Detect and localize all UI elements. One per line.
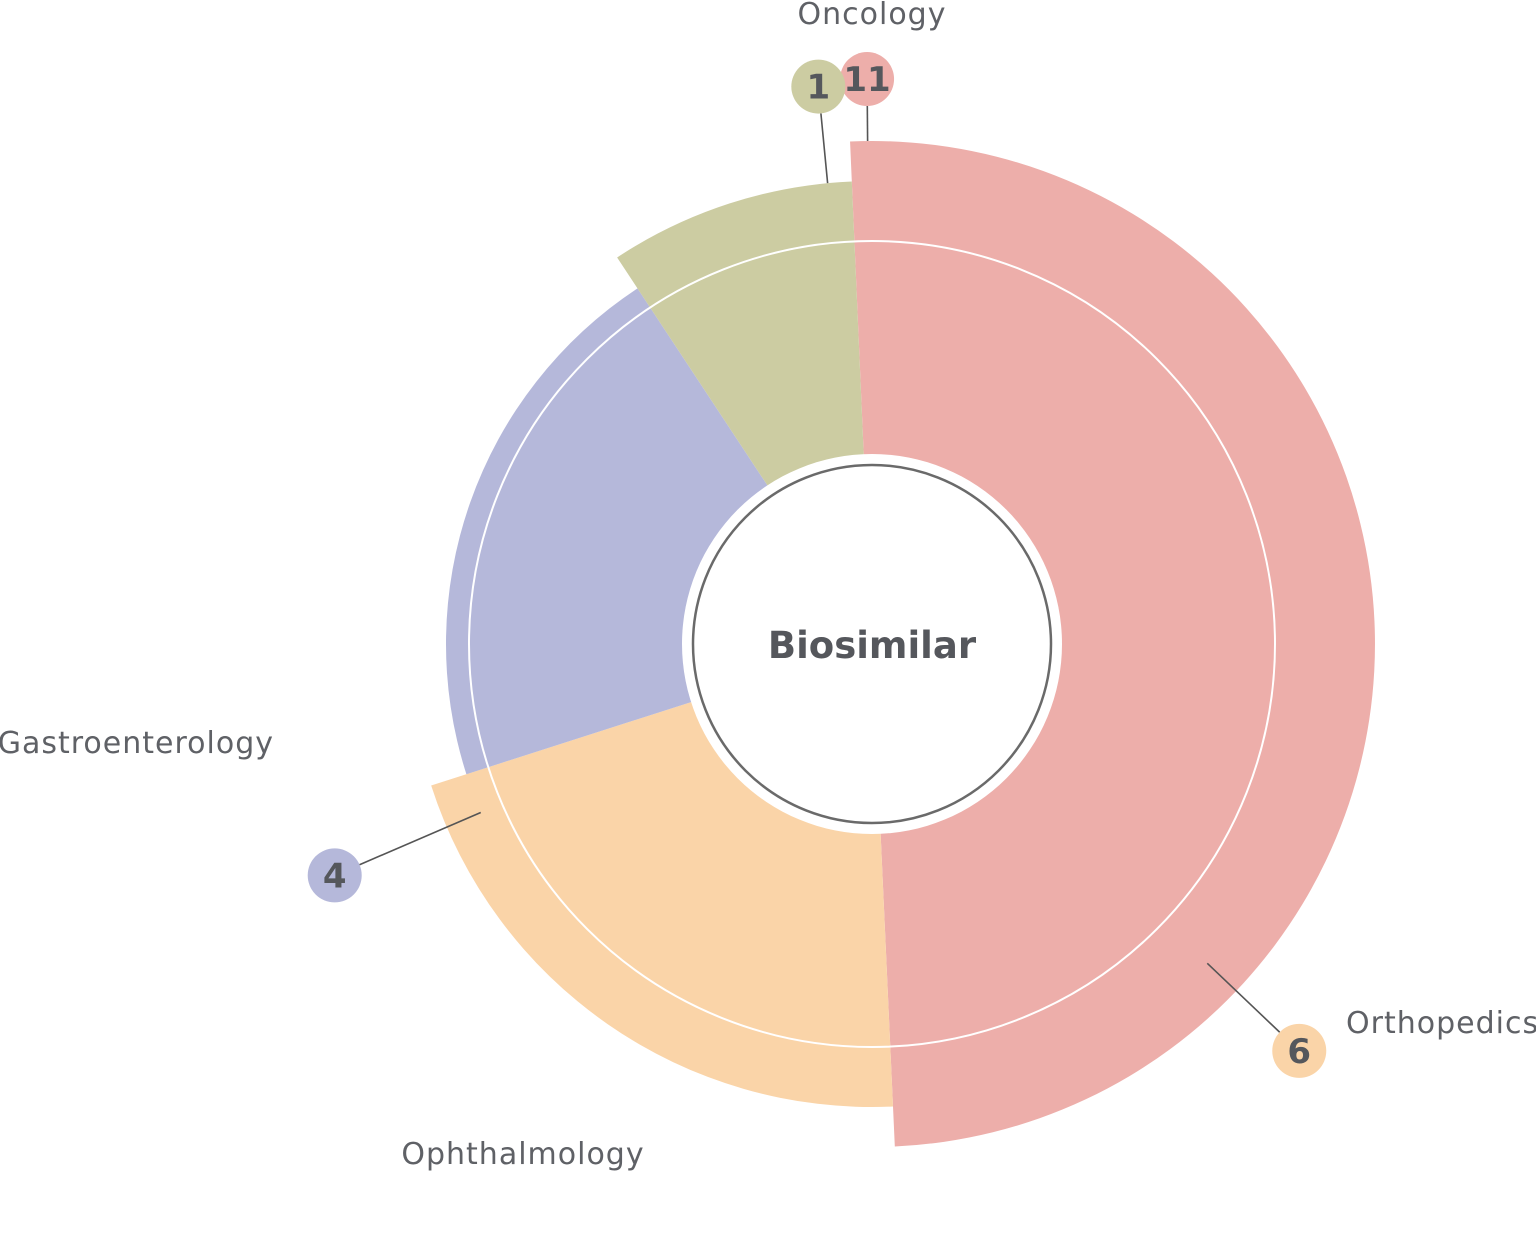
- value-badge-oncology: [840, 52, 895, 107]
- value-label-ophthalmology: 4: [323, 856, 347, 896]
- center-label: Biosimilar: [768, 624, 977, 667]
- leader-line-orthopedics: [1206, 962, 1281, 1033]
- category-label-orthopedics: Orthopedics: [1346, 1006, 1536, 1041]
- value-label-gastroenterology: 1: [806, 68, 830, 108]
- value-badge-orthopedics: [1272, 1023, 1327, 1078]
- reference-ring: [468, 240, 1276, 1048]
- center-circle: [691, 463, 1053, 825]
- value-badge-ophthalmology: [307, 848, 362, 903]
- value-badge-gastroenterology: [791, 59, 846, 114]
- value-label-oncology: 11: [843, 60, 890, 100]
- chart-sectors: [431, 141, 1375, 1147]
- leader-line-gastroenterology: [820, 113, 829, 184]
- slice-oncology: [850, 141, 1375, 1147]
- category-label-ophthalmology: Ophthalmology: [401, 1137, 644, 1172]
- slice-ophthalmology: [446, 288, 769, 775]
- category-label-oncology: Oncology: [798, 0, 947, 32]
- slice-gastroenterology: [617, 181, 864, 488]
- category-label-gastroenterology: Gastroenterology: [0, 726, 274, 761]
- value-label-orthopedics: 6: [1287, 1032, 1311, 1072]
- slice-orthopedics: [431, 701, 894, 1107]
- leader-line-ophthalmology: [359, 811, 482, 866]
